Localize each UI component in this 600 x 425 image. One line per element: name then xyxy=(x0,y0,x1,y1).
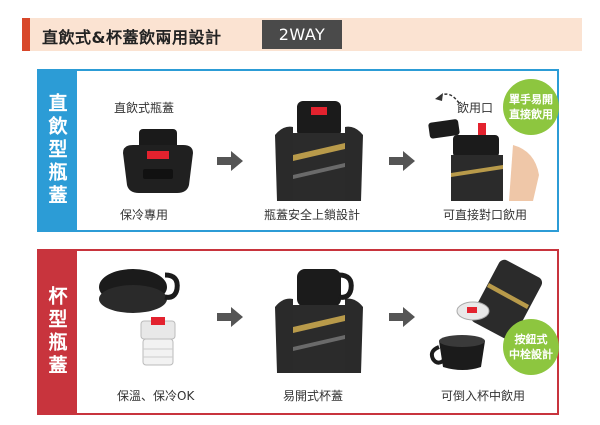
cup-step2-label: 易開式杯蓋 xyxy=(283,389,344,403)
direct-cap-label: 直飲式瓶蓋 xyxy=(114,101,175,115)
direct-side-title: 直飲型瓶蓋 xyxy=(45,93,68,208)
direct-bottle-locked-image xyxy=(275,101,363,201)
arrow-right-icon xyxy=(217,307,243,327)
header-title: 直飲式&杯蓋飲兩用設計 xyxy=(42,28,222,47)
direct-bubble-line1: 單手易開 xyxy=(509,93,553,106)
cup-bottle-image xyxy=(275,269,363,373)
direct-cap-image xyxy=(123,129,193,193)
direct-side-tab: 直飲型瓶蓋 xyxy=(37,69,77,232)
cup-feature-bubble: 按鈕式 中栓設計 xyxy=(503,319,559,375)
cup-bottle-pouring-image xyxy=(429,259,543,370)
cup-side-tab: 杯型瓶蓋 xyxy=(37,249,77,415)
header-badge-2way: 2WAY xyxy=(262,20,342,49)
cup-step1-label: 保溫、保冷OK xyxy=(117,389,195,403)
arrow-right-icon xyxy=(217,151,243,171)
cup-step3-label: 可倒入杯中飲用 xyxy=(441,389,526,403)
direct-bubble-line2: 直接飲用 xyxy=(509,108,553,121)
direct-step3-label: 可直接對口飲用 xyxy=(443,208,528,222)
direct-mouth-label: 飲用口 xyxy=(457,101,494,115)
direct-drink-panel: 直飲型瓶蓋 直飲式瓶蓋 飲用口 單手易開 直接飲用 保冷專 xyxy=(37,69,559,232)
direct-step1-label: 保冷專用 xyxy=(120,208,169,222)
cup-bubble-line2: 中栓設計 xyxy=(509,348,553,361)
cup-drink-panel: 杯型瓶蓋 按鈕式 中栓設計 保溫、保冷OK 易開式杯蓋 xyxy=(37,249,559,415)
cup-bubble-line1: 按鈕式 xyxy=(514,333,548,346)
direct-bottle-open-image xyxy=(428,119,539,201)
direct-feature-bubble: 單手易開 直接飲用 xyxy=(503,79,559,135)
arrow-right-icon xyxy=(389,307,415,327)
section-header: 直飲式&杯蓋飲兩用設計 2WAY xyxy=(22,18,582,51)
direct-step2-label: 瓶蓋安全上鎖設計 xyxy=(264,208,361,222)
curved-arrow-icon xyxy=(435,93,460,104)
header-accent-bar xyxy=(22,18,30,51)
cup-side-title: 杯型瓶蓋 xyxy=(45,286,68,378)
arrow-right-icon xyxy=(389,151,415,171)
cup-lid-and-stopper-image xyxy=(99,269,180,366)
